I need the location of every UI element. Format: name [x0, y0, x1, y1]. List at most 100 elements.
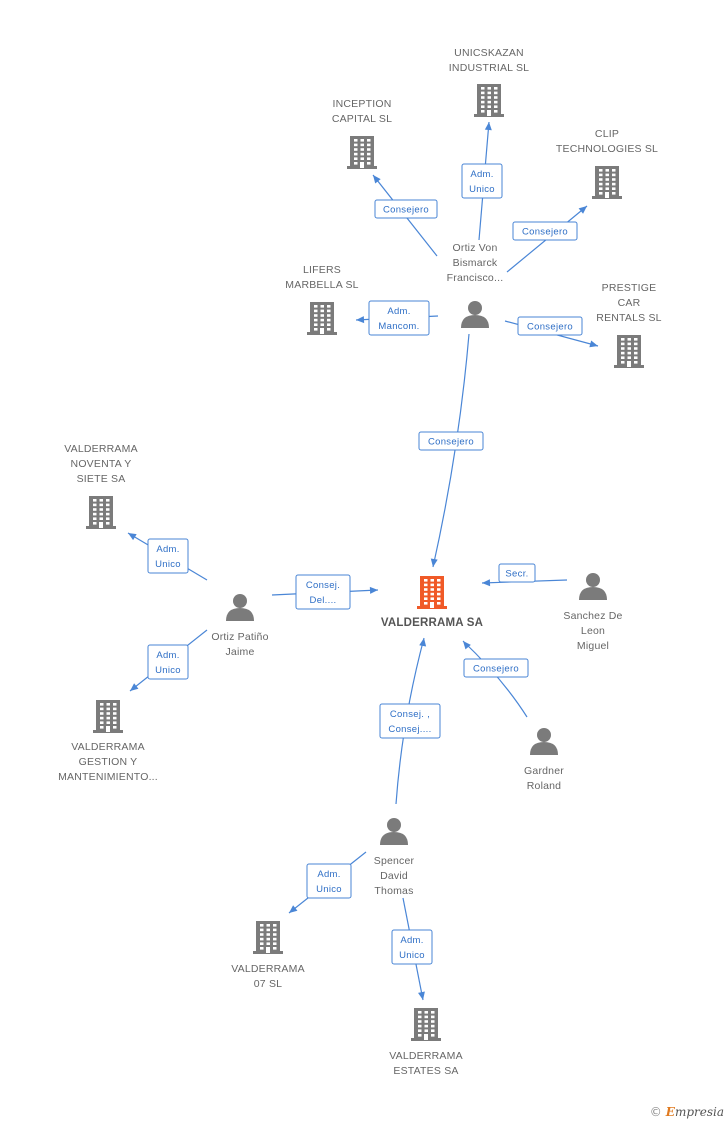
building-window [621, 338, 625, 341]
building-window [621, 347, 625, 350]
relation-label[interactable]: Consejero [374, 199, 438, 219]
building-window [424, 1024, 428, 1028]
building-icon [614, 335, 644, 368]
building-window [424, 1029, 428, 1032]
relation-label[interactable]: Adm.Unico [391, 929, 433, 965]
building-window [612, 173, 616, 177]
building-window [430, 579, 434, 582]
building-window [113, 721, 117, 724]
relation-label-text: Consejero [383, 205, 429, 216]
nodes-layer: VALDERRAMA SA Ortiz VonBismarckFrancisco.… [58, 47, 662, 1077]
building-window [99, 517, 103, 520]
building-window [327, 309, 331, 313]
node-valderrama[interactable]: VALDERRAMA SA [381, 576, 483, 629]
relation-label[interactable]: Secr. [498, 563, 536, 583]
relation-label[interactable]: Adm.Unico [147, 538, 189, 574]
node-label: RENTALS SL [596, 312, 661, 324]
building-window [437, 592, 441, 596]
building-window [430, 597, 434, 600]
person-body [579, 587, 607, 600]
relation-label[interactable]: Adm.Unico [461, 163, 503, 199]
building-window [273, 937, 277, 941]
building-window [494, 91, 498, 95]
node-label: TECHNOLOGIES SL [556, 143, 658, 155]
building-window [437, 602, 441, 605]
building-window [314, 305, 318, 308]
building-window [360, 139, 364, 142]
building-window [113, 707, 117, 711]
relation-label-box [517, 316, 583, 336]
building-window [314, 309, 318, 313]
relation-label[interactable]: Adm.Mancom. [368, 300, 430, 336]
relation-label[interactable]: Adm.Unico [306, 863, 352, 899]
building-window [93, 522, 97, 525]
relation-label[interactable]: Consej.Del.... [295, 574, 351, 610]
building-window [494, 96, 498, 99]
building-window [273, 928, 277, 932]
building-window [266, 942, 270, 945]
building-window [106, 712, 110, 715]
building-icon [86, 496, 116, 529]
building-window [599, 169, 603, 172]
building-window [360, 157, 364, 160]
person-body [461, 315, 489, 328]
node-label: 07 SL [254, 978, 282, 990]
relation-label[interactable]: Consejero [418, 431, 484, 451]
building-window [260, 924, 264, 927]
relation-label[interactable]: Adm.Unico [147, 644, 189, 680]
building-window [605, 173, 609, 177]
building-window [99, 512, 103, 516]
node-label: VALDERRAMA SA [381, 617, 483, 629]
building-window [627, 356, 631, 359]
relation-label-box [463, 658, 529, 678]
building-window [424, 588, 428, 591]
building-window [621, 356, 625, 359]
relation-label[interactable]: Consej. ,Consej.... [379, 703, 441, 739]
building-window [106, 707, 110, 711]
building-window [106, 517, 110, 520]
building-window [612, 178, 616, 181]
building-window [260, 942, 264, 945]
node-label: SIETE SA [77, 473, 126, 485]
building-window [621, 342, 625, 346]
node-label: Ortiz Von [453, 242, 498, 254]
building-window [634, 338, 638, 341]
building-door [487, 110, 491, 116]
edges-layer [127, 121, 599, 1001]
relation-label[interactable]: Consejero [512, 221, 578, 241]
building-window [605, 182, 609, 186]
node-ortizvon[interactable]: Ortiz VonBismarckFrancisco... [447, 242, 504, 328]
building-window [487, 105, 491, 108]
building-window [106, 512, 110, 516]
building-window [481, 96, 485, 99]
building-window [605, 178, 609, 181]
building-door [627, 361, 631, 367]
relation-label-text: Adm. [156, 650, 179, 661]
relation-label-box [498, 563, 536, 583]
relation-label-text: Consejero [522, 227, 568, 238]
empresia-logo[interactable]: ©Empresia [650, 1105, 724, 1119]
building-window [437, 597, 441, 600]
building-window [627, 338, 631, 341]
building-window [106, 499, 110, 502]
relation-label[interactable]: Consejero [517, 316, 583, 336]
relation-label[interactable]: Consejero [463, 658, 529, 678]
building-window [424, 1020, 428, 1023]
building-window [314, 328, 318, 331]
building-door [424, 1034, 428, 1040]
building-window [106, 703, 110, 706]
person-icon [530, 728, 558, 755]
